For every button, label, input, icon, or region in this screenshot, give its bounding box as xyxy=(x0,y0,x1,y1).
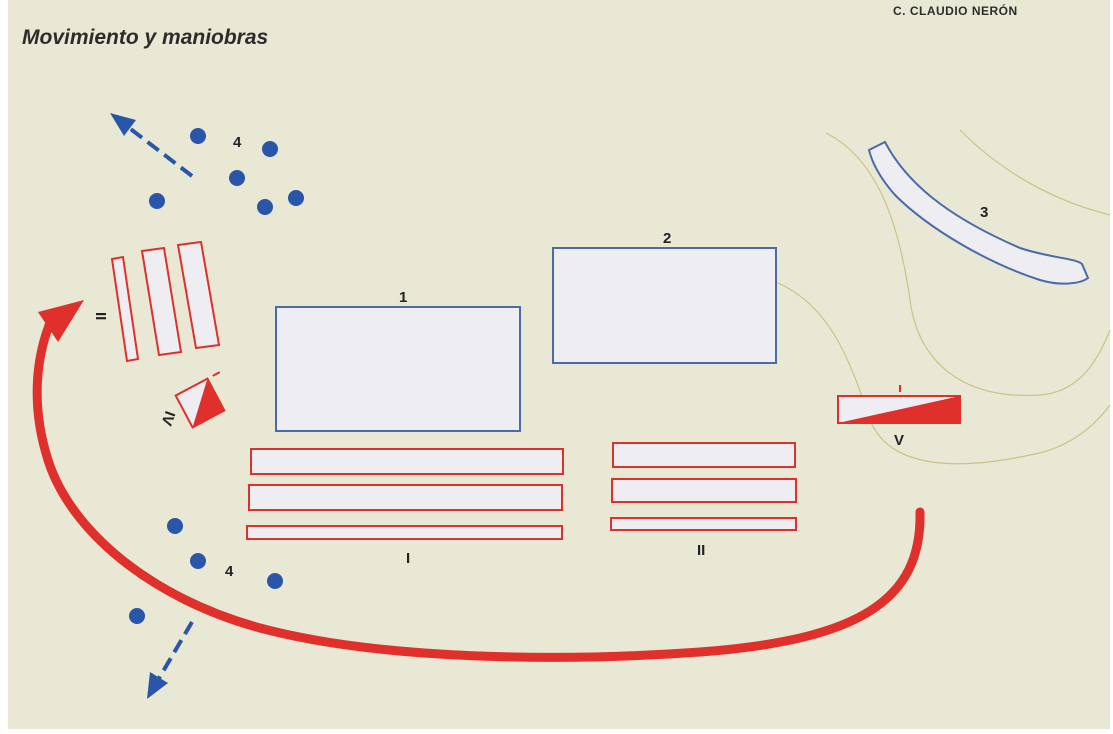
roman-unit-II-left xyxy=(110,240,221,363)
label-cavalry-bottom: 4 xyxy=(225,563,234,580)
blue-arrow-head-icon xyxy=(147,672,168,699)
label-unit-II-left: II xyxy=(92,312,109,320)
blue-arrow-head-icon xyxy=(110,113,136,136)
label-unit-2: 2 xyxy=(663,230,671,247)
enemy-block-2 xyxy=(552,247,777,364)
enemy-block-3 xyxy=(867,140,1090,285)
label-unit-V: V xyxy=(894,432,904,449)
red-maneuver-arrow xyxy=(32,313,925,662)
cavalry-bottom xyxy=(129,518,283,624)
label-line-I: I xyxy=(406,550,410,567)
header-right-label: C. CLAUDIO NERÓN xyxy=(893,3,1018,18)
label-unit-3: 3 xyxy=(980,204,988,221)
terrain-contours xyxy=(775,129,1111,465)
roman-unit-IV xyxy=(174,371,226,429)
enemy-block-1 xyxy=(275,306,521,432)
blue-retreat-arrow-top xyxy=(110,113,194,178)
paper-background xyxy=(8,0,1110,729)
blue-retreat-arrow-bottom xyxy=(147,620,194,699)
label-cavalry-top: 4 xyxy=(233,134,242,151)
label-unit-IV: IV xyxy=(157,409,178,428)
cavalry-top xyxy=(149,128,304,215)
page-title: Movimiento y maniobras xyxy=(22,26,268,49)
roman-unit-V xyxy=(837,385,961,424)
roman-line-I xyxy=(246,448,564,540)
label-unit-1: 1 xyxy=(399,289,407,306)
red-arrow-head-icon xyxy=(38,300,84,342)
photo-border-left xyxy=(0,0,8,729)
roman-line-II xyxy=(610,442,797,531)
label-line-II: II xyxy=(697,542,705,559)
